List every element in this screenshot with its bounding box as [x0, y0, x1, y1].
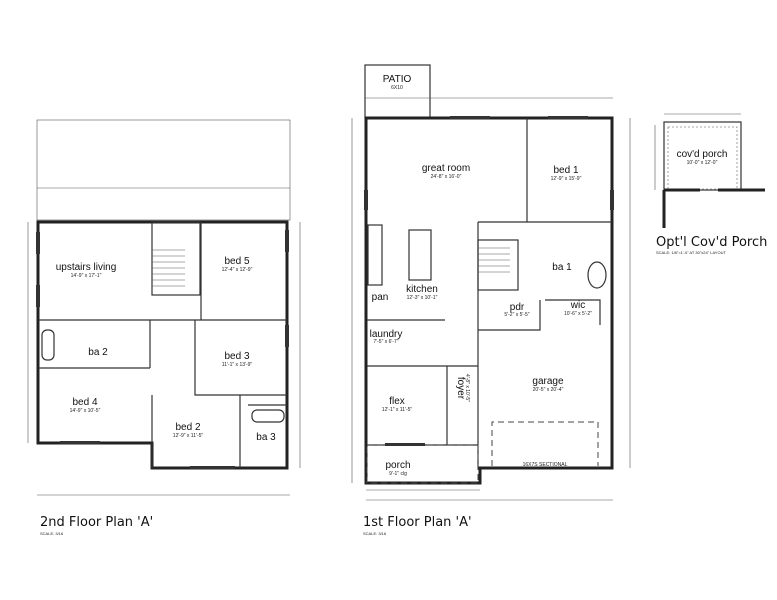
room-label: pdr: [510, 302, 525, 313]
room-label: foyer: [455, 377, 466, 400]
room-size: 9'-1" clg: [389, 471, 407, 477]
porch-ceiling-line: [667, 126, 738, 190]
plan-title: 2nd Floor Plan 'A': [40, 515, 153, 530]
room-label: kitchen: [406, 284, 438, 295]
room-label: bed 1: [553, 165, 578, 176]
room-label: bed 4: [72, 397, 97, 408]
room-label: laundry: [370, 329, 403, 340]
room-size: 12'-3" x 10'-1": [407, 295, 438, 301]
room-label: PATIO: [383, 74, 412, 85]
room-size: 11'-1" x 13'-9": [222, 362, 253, 368]
room-label: bed 5: [224, 256, 249, 267]
garage-door: [491, 421, 599, 466]
room-label: ba 2: [88, 347, 108, 358]
room-label: porch: [385, 460, 410, 471]
room-size: 7'-5" x 6'-7": [373, 339, 398, 345]
room-label: great room: [422, 163, 470, 174]
room-size: 24'-8" x 16'-0": [431, 174, 462, 180]
bathtub: [41, 329, 55, 361]
room-label: bed 2: [175, 422, 200, 433]
room-size: 12'-1" x 11'-5": [382, 407, 413, 413]
room-size: 14'-9" x 10'-5": [70, 408, 101, 414]
patio: [364, 64, 431, 119]
room-size: 6X10: [391, 85, 403, 91]
room-size: 12'-9" x 11'-5": [173, 433, 204, 439]
exterior-wall: [364, 116, 614, 485]
porch-outline: [663, 121, 742, 191]
room-label: pan: [372, 292, 389, 303]
room-label: flex: [389, 396, 405, 407]
room-label: cov'd porch: [677, 149, 728, 160]
bathtub: [251, 409, 285, 423]
bathtub: [587, 261, 607, 289]
room-size: 5'-2" x 5'-5": [504, 312, 529, 318]
room-size: 20'-5" x 20'-4": [533, 387, 564, 393]
room-label: ba 1: [552, 262, 572, 273]
plan-title: 1st Floor Plan 'A': [363, 515, 472, 530]
exterior-wall: [36, 220, 289, 470]
interior-walls: [38, 222, 287, 468]
room-size: 10'-6" x 5'-2": [564, 311, 592, 317]
plan-scale: SCALE: 3/16: [40, 531, 64, 536]
stairs: [151, 221, 201, 296]
room-size: 10'-0" x 12'-0": [687, 160, 718, 166]
garage-door-label: 16X7S SECTIONAL: [523, 462, 568, 468]
room-label: upstairs living: [56, 262, 117, 273]
optional-porch-plan: cov'd porch 10'-0" x 12'-0" Opt'l Cov'd …: [654, 113, 767, 255]
plan-scale: SCALE: 3/16: [363, 531, 387, 536]
room-label: wic: [570, 300, 585, 311]
room-label: bed 3: [224, 351, 249, 362]
room-size: 12'-4" x 12'-9": [222, 267, 253, 273]
room-label: garage: [532, 376, 564, 387]
room-size: 4'-8" x 10'-5": [464, 374, 470, 402]
first-floor-plan: PATIO 6X10 great room 24'-8" x 16'-0" be…: [351, 64, 631, 536]
room-label: ba 3: [256, 432, 276, 443]
plan-scale: SCALE: 1/8"=1'-0" AT 30"x24" LAYOUT: [656, 250, 726, 255]
kitchen-counter: [367, 224, 383, 286]
exterior-wall: [662, 188, 765, 228]
room-size: 14'-9" x 17'-1": [71, 273, 102, 279]
second-floor-plan: upstairs living 14'-9" x 17'-1" bed 5 12…: [27, 119, 301, 536]
room-size: 12'-9" x 15'-9": [551, 176, 582, 182]
plan-title: Opt'l Cov'd Porch: [656, 235, 767, 250]
line-of-wall-below: [36, 119, 291, 221]
kitchen-island: [408, 229, 432, 281]
porch-outline: [366, 444, 479, 484]
stairs: [477, 239, 519, 291]
